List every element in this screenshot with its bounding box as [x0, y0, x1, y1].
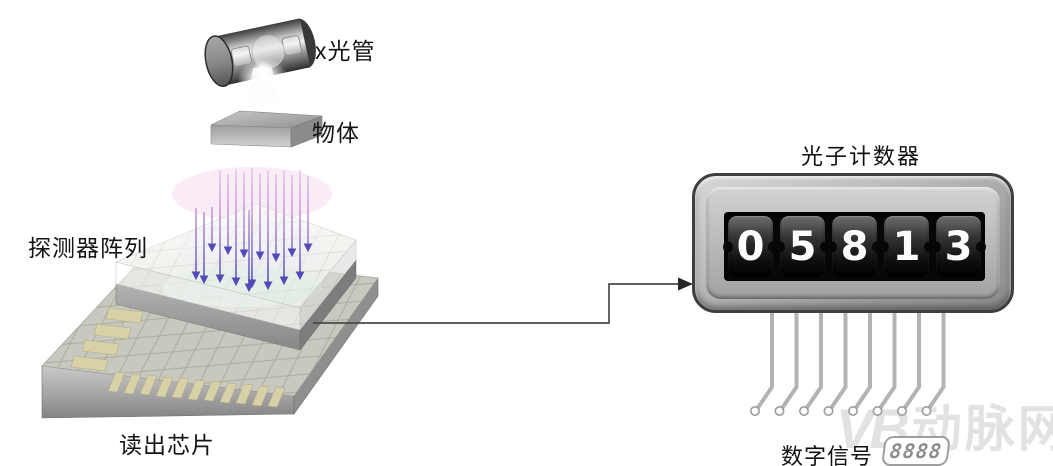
detector-array-illustration [115, 167, 357, 351]
xray-beam-glow [237, 58, 289, 112]
connector-arrow [313, 277, 693, 324]
counter-digit: 5 [780, 216, 825, 277]
label-detector-array: 探测器阵列 [28, 235, 148, 261]
label-digital-signal: 数字信号 [781, 444, 874, 466]
counter-display: 0 5 8 1 3 [724, 212, 985, 281]
chip-front-pad-stripes [107, 371, 286, 408]
counter-digit: 8 [832, 216, 877, 277]
label-photon-counter: 光子计数器 [800, 144, 921, 169]
label-readout-chip: 读出芯片 [119, 432, 215, 458]
photon-counter-device: 0 5 8 1 3 [692, 173, 1014, 313]
object-slab-illustration [210, 110, 323, 148]
label-xray-tube: x光管 [315, 38, 376, 64]
counter-digit: 3 [936, 216, 981, 277]
counter-digit: 1 [884, 216, 929, 277]
label-object: 物体 [312, 120, 360, 146]
counter-digit: 0 [728, 216, 773, 277]
counter-wires [749, 309, 946, 416]
xray-beam-arrows [191, 168, 313, 293]
xray-tube-illustration [204, 18, 316, 112]
seven-segment-badge: 8888 [881, 436, 951, 466]
